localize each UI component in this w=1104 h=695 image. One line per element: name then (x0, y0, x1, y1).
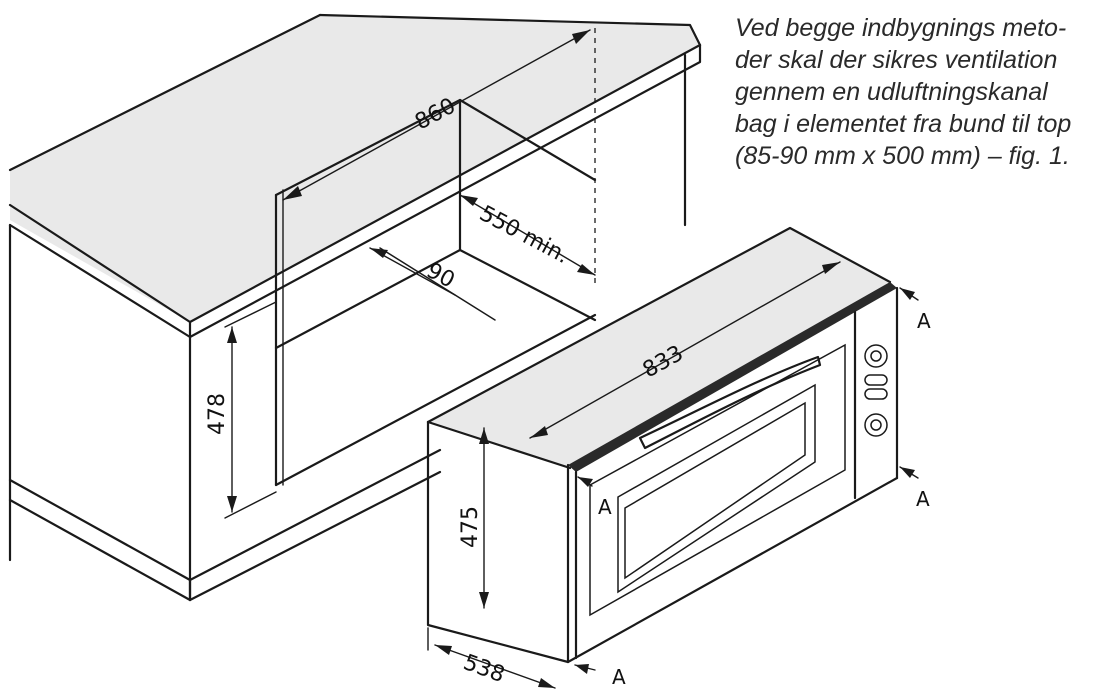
cabinet-side-bottom (188, 448, 442, 582)
ventilation-caption: Ved begge indbygnings meto- der skal der… (735, 12, 1100, 172)
caption-line-2: der skal der sikres ventilation (735, 46, 1058, 74)
arrow-478-bottom (227, 496, 237, 512)
countertop-top-face (10, 15, 700, 322)
display-top (864, 374, 888, 386)
plinth-bottom (188, 470, 442, 602)
dim-line-860 (282, 29, 591, 201)
dim-label-475: 475 (458, 506, 483, 548)
section-arrow-a4 (575, 664, 589, 674)
dim-ext-478-bottom (224, 491, 277, 519)
dim-line-833 (529, 261, 841, 439)
section-arrow-a3 (578, 477, 593, 487)
countertop-back-edge (318, 13, 702, 47)
oven-left-side (426, 420, 570, 664)
vent-gap-line (379, 247, 496, 321)
section-arrow-a2 (900, 467, 915, 478)
dim-line-550 (459, 194, 596, 276)
arrow-550-left (460, 195, 478, 206)
dim-label-478: 478 (205, 393, 230, 435)
caption-line-5: (85-90 mm x 500 mm) – fig. 1. (735, 142, 1070, 170)
arrow-860-right (572, 30, 590, 44)
section-mark-a1: A (917, 309, 931, 333)
dim-ext-478-top (224, 301, 277, 328)
plinth-left (8, 498, 192, 602)
section-mark-a4: A (612, 665, 626, 689)
oven-window-inner (624, 401, 806, 580)
arrow-475-bottom (479, 592, 489, 608)
knob-right-center (870, 419, 882, 431)
knob-left-center (870, 350, 882, 362)
oven-handle (638, 355, 822, 450)
oven-front-bottom-edge (566, 476, 899, 664)
display-bottom (864, 388, 888, 400)
oven-window (617, 383, 816, 594)
dim-line-538 (434, 644, 556, 689)
oven: 833 475 538 A A A A (426, 226, 931, 689)
knob-left-icon (864, 344, 888, 368)
arrow-538-left (435, 645, 452, 655)
arrow-478-top (227, 327, 237, 343)
cavity-bottom-front (274, 313, 597, 487)
arrow-475-top (479, 428, 489, 444)
caption-line-3: gennem en udluftningskanal (735, 78, 1048, 106)
oven-top-back-edges (426, 226, 892, 424)
caption-line-1: Ved begge indbygnings meto- (735, 14, 1067, 42)
section-mark-a3: A (598, 495, 612, 519)
dim-label-550: 550 min. (475, 201, 573, 269)
arrow-833-left (530, 426, 548, 438)
countertop-back-left-edge (8, 13, 322, 172)
oven-top-left-edge (426, 420, 572, 470)
knob-right-icon (864, 413, 888, 437)
arrow-550-right (577, 264, 595, 275)
section-arrow-a1 (900, 288, 915, 300)
arrow-860-left (283, 186, 302, 200)
arrow-833-right (822, 262, 840, 274)
oven-top-face (428, 228, 890, 468)
section-mark-a2: A (916, 487, 930, 511)
arrow-538-right (538, 678, 555, 688)
cabinet: 860 550 min. 90 478 (8, 13, 702, 602)
dim-label-538: 538 (460, 650, 508, 688)
oven-front-top-trim (568, 282, 897, 472)
countertop-edge-thickness (8, 43, 702, 339)
arrow-90 (370, 248, 388, 258)
dim-label-90: 90 (422, 258, 458, 293)
cabinet-front-bottom-left (8, 478, 192, 582)
caption-line-4: bag i elementet fra bund til top (735, 110, 1072, 138)
